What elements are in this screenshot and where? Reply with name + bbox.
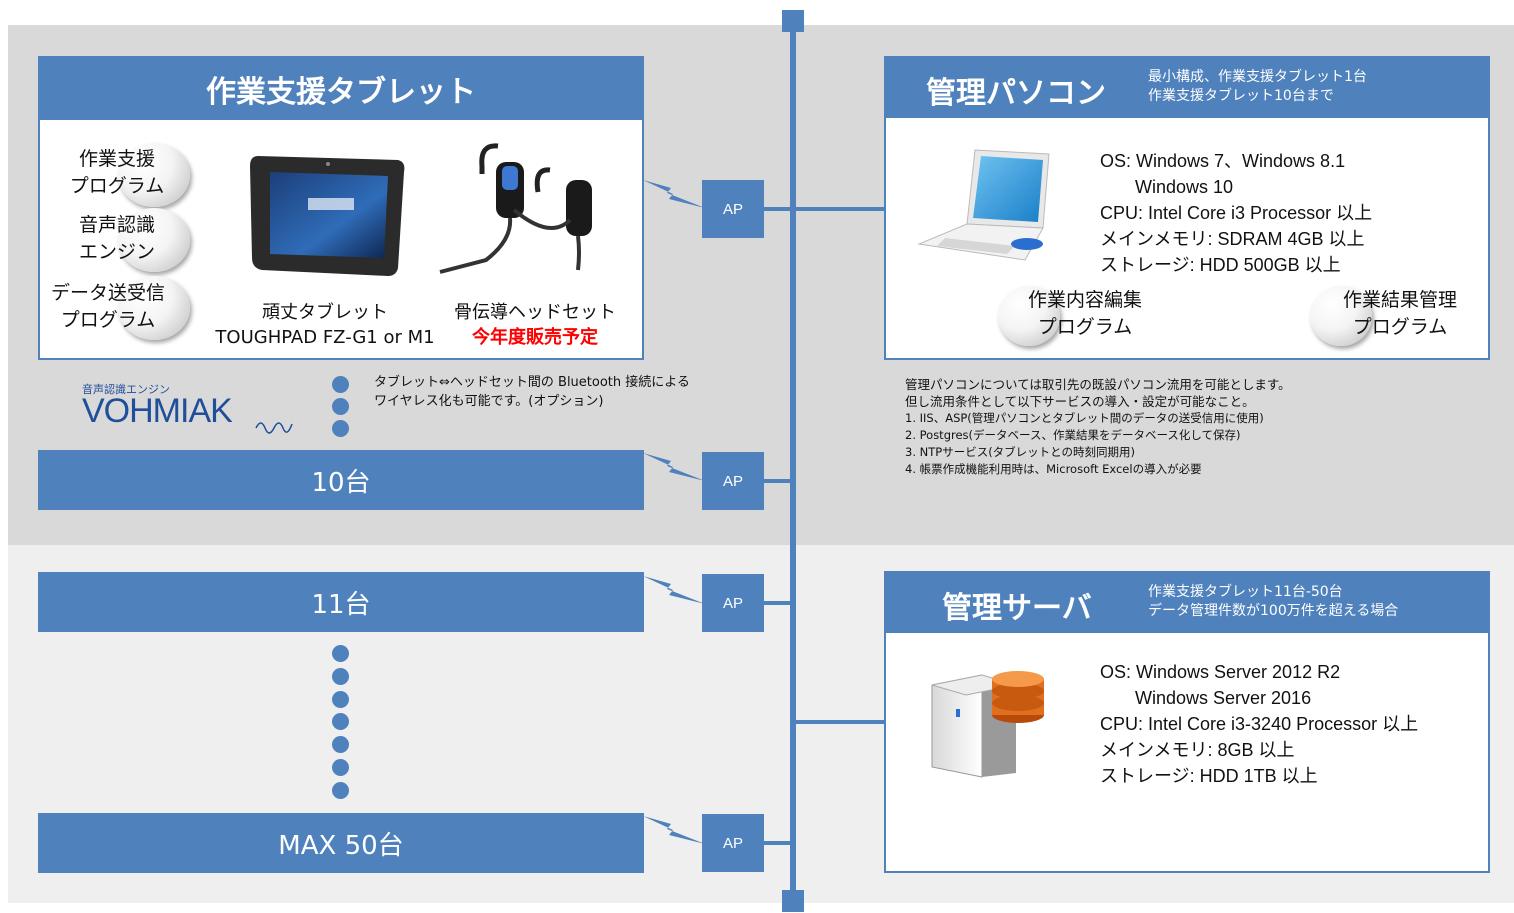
bubble-label-data-transfer: データ送受信プログラム xyxy=(50,282,165,331)
tablet-panel: 作業支援タブレット xyxy=(38,56,644,360)
program-bubble xyxy=(118,143,190,207)
pc-note-2: 1. IIS、ASP(管理パソコンとタブレット間のデータの送受信用に使用) xyxy=(905,411,1264,425)
access-point-3: AP xyxy=(702,574,764,632)
tablet-panel-title: 作業支援タブレット xyxy=(40,58,642,120)
program-bubble xyxy=(998,286,1060,346)
connector-ap2 xyxy=(764,479,792,483)
pc-spec-os-2: Windows 10 xyxy=(1135,177,1234,197)
connector-server xyxy=(792,720,886,724)
access-point-4: AP xyxy=(702,814,764,872)
server-panel-title: 管理サーバ xyxy=(942,591,1092,626)
bubble-label-work-support: 作業支援プログラム xyxy=(69,148,165,197)
server-spec-os: OS: Windows Server 2012 R2 xyxy=(1100,662,1341,682)
server-panel-note: 作業支援タブレット11台-50台 データ管理件数が100万件を超える場合 xyxy=(1148,583,1398,621)
server-panel-header: 管理サーバ 作業支援タブレット11台-50台 データ管理件数が100万件を超える… xyxy=(886,573,1488,633)
dot xyxy=(332,376,349,393)
server-icon xyxy=(931,671,1044,778)
access-point-2: AP xyxy=(702,452,764,510)
pc-note-3: 2. Postgres(データベース、作業結果をデータベース化して保存) xyxy=(905,428,1241,442)
pc-spec-os: OS: Windows 7、Windows 8.1 xyxy=(1100,151,1346,171)
server-spec-memory: メインメモリ: 8GB 以上 xyxy=(1100,740,1295,760)
server-note-line2: データ管理件数が100万件を超える場合 xyxy=(1148,603,1399,619)
connector-ap3 xyxy=(764,601,792,605)
connector-ap1-pc xyxy=(764,207,886,211)
bluetooth-note-line1: タブレット⇔ヘッドセット間の Bluetooth 接続による xyxy=(374,375,690,390)
tablet-caption-model: TOUGHPAD FZ-G1 or M1 xyxy=(215,327,435,348)
dot xyxy=(332,420,349,437)
headset-caption-status: 今年度販売予定 xyxy=(472,327,598,348)
dot xyxy=(332,759,349,776)
dot xyxy=(332,782,349,799)
program-bubble xyxy=(1310,286,1372,346)
tablet-caption-title: 頑丈タブレット xyxy=(262,302,388,323)
pc-spec-cpu: CPU: Intel Core i3 Processor 以上 xyxy=(1100,203,1373,223)
server-note-line1: 作業支援タブレット11台-50台 xyxy=(1148,584,1343,600)
bubble-label-content-edit: 作業内容編集プログラム xyxy=(1027,289,1142,338)
bluetooth-note: タブレット⇔ヘッドセット間の Bluetooth 接続による ワイヤレス化も可能… xyxy=(374,373,690,411)
tablet-count-11-bar: 11台 xyxy=(38,572,644,632)
server-spec-list: OS: Windows Server 2012 R2 Windows Serve… xyxy=(1100,659,1418,789)
logo-subtitle: 音声認識エンジン xyxy=(82,383,170,396)
laptop-icon xyxy=(917,149,1050,261)
pc-note-0: 管理パソコンについては取引先の既設パソコン流用を可能とします。 xyxy=(905,377,1291,392)
pc-note-4: 3. NTPサービス(タブレットとの時刻同期用) xyxy=(905,445,1136,459)
network-bus-line xyxy=(790,10,796,903)
pc-spec-memory: メインメモリ: SDRAM 4GB 以上 xyxy=(1100,229,1365,249)
pc-spec-storage: ストレージ: HDD 500GB 以上 xyxy=(1100,255,1341,275)
pc-panel-title: 管理パソコン xyxy=(926,76,1106,111)
access-point-1: AP xyxy=(702,180,764,238)
bubble-label-result-management: 作業結果管理プログラム xyxy=(1342,289,1457,338)
dot xyxy=(332,713,349,730)
program-bubble xyxy=(118,276,190,340)
tablet-count-10-bar: 10台 xyxy=(38,450,644,510)
dot xyxy=(332,691,349,708)
dot xyxy=(332,736,349,753)
headset-icon xyxy=(439,143,592,274)
wireless-icon xyxy=(643,180,705,208)
dot xyxy=(332,645,349,662)
pc-notes: 管理パソコンについては取引先の既設パソコン流用を可能とします。 但し流用条件とし… xyxy=(905,376,1291,478)
dot xyxy=(332,398,349,415)
bus-top-cap xyxy=(782,10,804,32)
pc-panel-note: 最小構成、作業支援タブレット1台 作業支援タブレット10台まで xyxy=(1148,68,1367,106)
pc-note-1: 但し流用条件として以下サービスの導入・設定が可能なこと。 xyxy=(905,394,1255,409)
bubble-label-speech-engine: 音声認識エンジン xyxy=(78,214,155,263)
bus-bottom-cap xyxy=(782,890,804,912)
wireless-icon xyxy=(643,453,705,481)
server-spec-storage: ストレージ: HDD 1TB 以上 xyxy=(1100,766,1318,786)
server-spec-cpu: CPU: Intel Core i3-3240 Processor 以上 xyxy=(1100,714,1419,734)
vohmiak-logo: VOHMIAK xyxy=(82,392,233,430)
server-spec-os-2: Windows Server 2016 xyxy=(1135,688,1312,708)
pc-note-5: 4. 帳票作成機能利用時は、Microsoft Excelの導入が必要 xyxy=(905,462,1202,476)
headset-caption-title: 骨伝導ヘッドセット xyxy=(454,302,616,323)
tablet-caption: 頑丈タブレット TOUGHPAD FZ-G1 or M1 xyxy=(215,300,435,350)
wireless-icon xyxy=(643,576,705,604)
headset-caption: 骨伝導ヘッドセット 今年度販売予定 xyxy=(445,300,625,350)
pc-note-line1: 最小構成、作業支援タブレット1台 xyxy=(1148,69,1367,85)
pc-panel-header: 管理パソコン 最小構成、作業支援タブレット1台 作業支援タブレット10台まで xyxy=(886,58,1488,118)
connector-ap4 xyxy=(764,841,792,845)
program-bubble xyxy=(118,208,190,272)
wave-icon xyxy=(255,422,293,434)
dot xyxy=(332,668,349,685)
tablet-count-max-bar: MAX 50台 xyxy=(38,813,644,873)
pc-spec-list: OS: Windows 7、Windows 8.1 Windows 10 CPU… xyxy=(1100,148,1372,278)
tablet-icon xyxy=(250,156,405,276)
bluetooth-note-line2: ワイヤレス化も可能です。(オプション) xyxy=(374,394,604,409)
wireless-icon xyxy=(643,816,705,844)
pc-note-line2: 作業支援タブレット10台まで xyxy=(1148,88,1334,104)
